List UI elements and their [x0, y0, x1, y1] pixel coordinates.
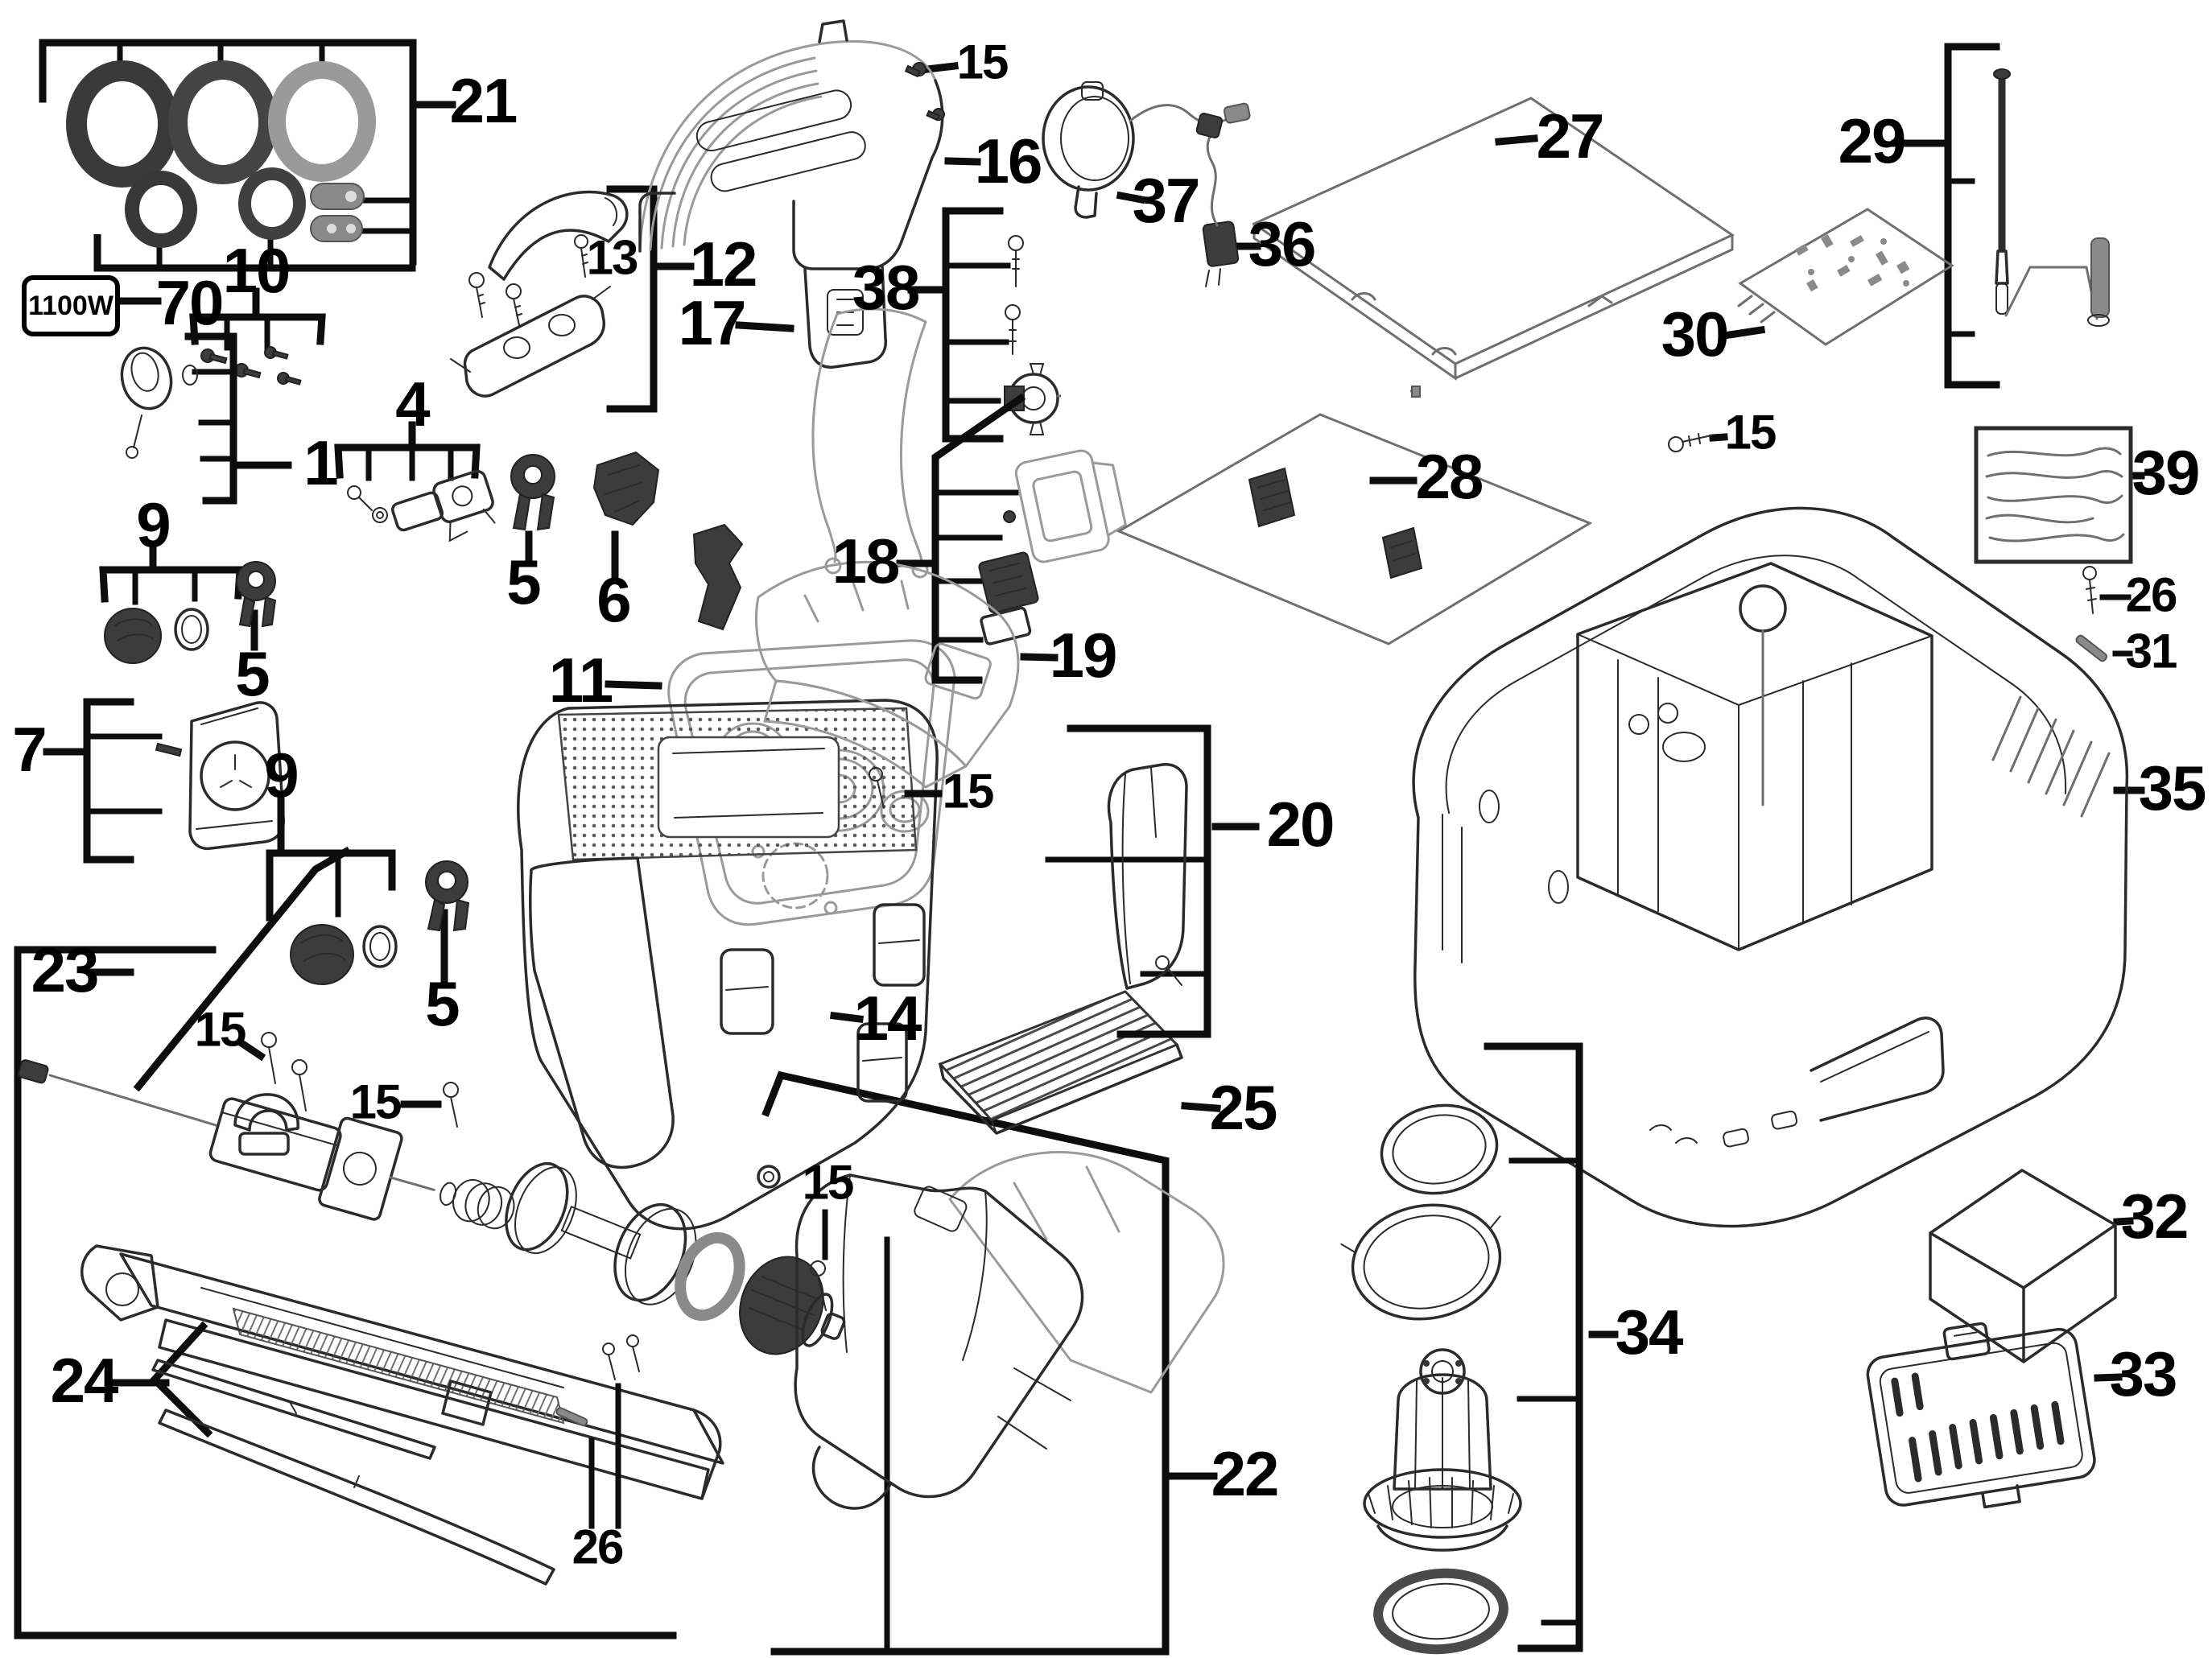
part-26a-screw	[2082, 566, 2132, 614]
part-clip	[692, 523, 744, 631]
callout-17: 17	[678, 287, 747, 358]
part-23-brush-base-assembly	[14, 846, 724, 1639]
callout-10: 10	[222, 234, 291, 306]
callout-5a: 5	[506, 546, 541, 617]
callout-32: 32	[2120, 1180, 2189, 1252]
callout-5c: 5	[425, 967, 460, 1039]
part-30-circuit-board	[1719, 208, 1954, 346]
callout-15f: 15	[802, 1155, 855, 1210]
part-5c-cord-clip-eyelet	[425, 860, 470, 983]
part-10-screw-set	[189, 287, 326, 386]
callout-23: 23	[31, 934, 100, 1005]
callout-19: 19	[1049, 619, 1118, 691]
part-9b-knob-and-ring	[266, 791, 398, 985]
callout-31: 31	[2125, 624, 2178, 678]
part-7-power-socket	[43, 698, 285, 864]
part-5b-cord-clip-eyelet	[236, 561, 277, 651]
part-21-sealing-ring-kit	[39, 39, 456, 272]
callout-11: 11	[548, 644, 613, 716]
callout-22: 22	[1211, 1437, 1280, 1509]
callout-15a: 15	[956, 35, 1009, 89]
part-9a-knob-and-ring	[99, 542, 244, 664]
callout-39: 39	[2132, 436, 2201, 508]
callout-70: 70	[155, 266, 225, 338]
callout-9b: 9	[264, 739, 299, 810]
callout-12: 12	[689, 228, 758, 299]
part-25-pleated-filter	[938, 990, 1221, 1135]
callout-6: 6	[596, 563, 631, 635]
part-17-bail-handle	[735, 307, 929, 579]
callout-13: 13	[586, 230, 639, 285]
part-20-side-duct	[1045, 724, 1260, 1038]
callout-25: 25	[1209, 1071, 1278, 1143]
part-6-support-bracket	[592, 451, 660, 580]
part-34-suction-motor-kit	[1340, 1042, 1619, 1655]
callout-15d: 15	[194, 1002, 247, 1057]
part-32-filter-box	[1929, 1169, 2134, 1363]
callout-9a: 9	[136, 489, 171, 560]
callout-26a: 26	[2125, 567, 2178, 622]
callout-7: 7	[12, 713, 47, 785]
callout-26b: 26	[572, 1520, 625, 1574]
callout-38: 38	[852, 251, 921, 323]
part-18-switch-kit	[896, 393, 1127, 684]
callout-28: 28	[1415, 440, 1484, 512]
part-14-upper-housing-cover	[517, 699, 943, 1231]
callout-15c: 15	[942, 764, 995, 819]
callout-15b: 15	[1724, 405, 1777, 460]
part-12-carry-handle-kit	[450, 185, 695, 413]
part-4-latch-kit	[334, 421, 496, 542]
callout-18: 18	[832, 525, 901, 596]
part-15b-screw	[1668, 433, 1728, 452]
callout-36: 36	[1248, 208, 1317, 279]
part-28-terminal-board	[1116, 413, 1593, 645]
callout-24: 24	[50, 1344, 119, 1416]
part-29-push-rod	[1891, 43, 2110, 389]
part-24-squeegee-blades	[105, 1321, 555, 1586]
power-rating-badge: 1100W	[22, 275, 120, 336]
callout-30: 30	[1661, 298, 1730, 369]
callout-15e: 15	[349, 1074, 402, 1129]
callout-35: 35	[2138, 752, 2207, 823]
part-5a-cord-clip-eyelet	[510, 454, 555, 564]
part-39-wiring-set	[1974, 426, 2145, 564]
part-22-suction-duct	[761, 1070, 1225, 1656]
part-31-pin	[2075, 634, 2133, 662]
badge-text: 1100W	[28, 290, 113, 321]
part-38-axle-valve-kit	[907, 207, 1421, 443]
callout-37: 37	[1132, 164, 1201, 236]
part-spool-assembly	[505, 1161, 890, 1652]
callout-14: 14	[853, 982, 922, 1054]
part-1-knob-with-seal	[120, 332, 292, 505]
callout-21: 21	[449, 64, 518, 136]
callout-33: 33	[2109, 1338, 2178, 1409]
part-27-base-plate	[1251, 97, 1735, 381]
part-36-cable-assembly	[1195, 113, 1261, 287]
callout-29: 29	[1838, 105, 1907, 176]
callout-4: 4	[395, 368, 430, 439]
callout-1: 1	[303, 427, 338, 498]
callout-20: 20	[1266, 788, 1335, 860]
callout-27: 27	[1536, 100, 1605, 171]
callout-16: 16	[974, 125, 1043, 196]
part-19-rear-shell	[755, 560, 1059, 789]
part-35-lower-housing	[1412, 506, 2145, 1228]
callout-34: 34	[1615, 1296, 1684, 1367]
part-33-vent-grille	[1866, 1322, 2123, 1509]
callout-5b: 5	[235, 637, 270, 709]
part-26b-pin-and-screws	[555, 1334, 640, 1529]
